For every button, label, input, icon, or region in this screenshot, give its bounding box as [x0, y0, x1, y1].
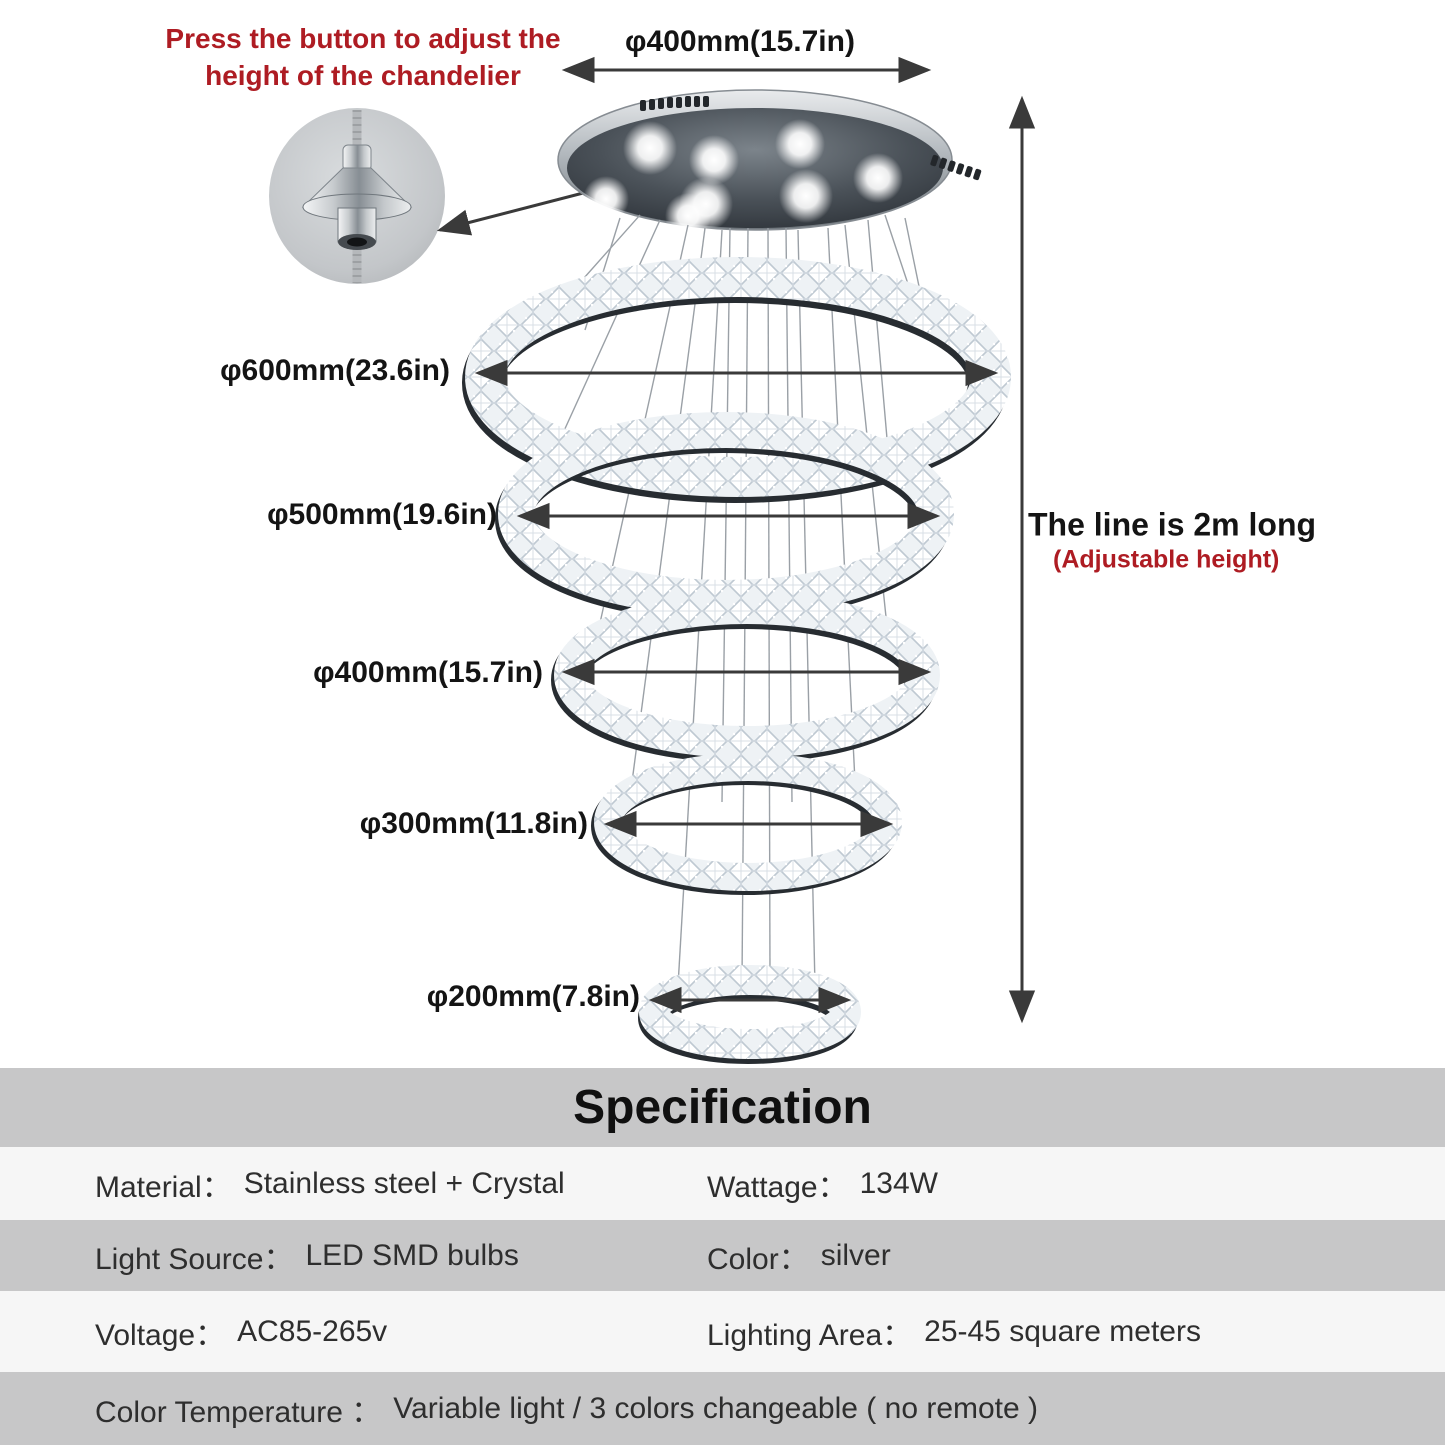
spec-cell-color-temperature: Color Temperature ： Variable light / 3 c…: [0, 1387, 1038, 1431]
dim-label-ring-600: φ600mm(23.6in): [220, 354, 450, 387]
spec-row-lightsource-color: Light Source： LED SMD bulbs Color： silve…: [0, 1220, 1445, 1291]
spec-value-material: Stainless steel + Crystal: [243, 1166, 565, 1200]
dim-label-ring-200: φ200mm(7.8in): [426, 980, 640, 1013]
spec-value-voltage: AC85-265v: [237, 1314, 388, 1348]
spec-row-color-temperature: Color Temperature ： Variable light / 3 c…: [0, 1372, 1445, 1445]
crystal-ring-400: [551, 592, 940, 763]
dim-label-ring-400: φ400mm(15.7in): [313, 656, 543, 689]
line-length-subnote: (Adjustable height): [1053, 545, 1280, 574]
specification-section: Specification Material： Stainless steel …: [0, 1068, 1445, 1445]
spec-cell-lighting-area: Lighting Area： 25-45 square meters: [707, 1310, 1445, 1354]
line-length-note: The line is 2m long: [1028, 506, 1317, 543]
vent-holes-left: [640, 96, 709, 111]
spec-label-material: Material：: [95, 1170, 232, 1204]
spec-value-light-source: LED SMD bulbs: [305, 1238, 519, 1272]
spec-cell-voltage: Voltage： AC85-265v: [0, 1310, 707, 1354]
press-button-note-line1: Press the button to adjust the: [165, 23, 561, 55]
press-button-note: Press the button to adjust the height of…: [165, 21, 560, 95]
dim-label-ring-500: φ500mm(19.6in): [267, 498, 497, 531]
led-spotlights: [583, 119, 903, 239]
spec-cell-light-source: Light Source： LED SMD bulbs: [0, 1234, 707, 1278]
specification-title: Specification: [0, 1068, 1445, 1147]
spec-cell-material: Material： Stainless steel + Crystal: [0, 1162, 707, 1206]
vent-holes-right: [930, 154, 982, 181]
spec-cell-color: Color： silver: [707, 1234, 1445, 1278]
spec-value-color-temperature: Variable light / 3 colors changeable ( n…: [393, 1391, 1039, 1425]
spec-value-wattage: 134W: [859, 1166, 938, 1200]
height-adjust-button-inset: [269, 108, 445, 284]
spec-label-voltage: Voltage：: [95, 1318, 226, 1352]
spec-row-material-wattage: Material： Stainless steel + Crystal Watt…: [0, 1147, 1445, 1220]
spec-value-lighting-area: 25-45 square meters: [924, 1314, 1201, 1348]
spec-row-voltage-area: Voltage： AC85-265v Lighting Area： 25-45 …: [0, 1291, 1445, 1372]
dimension-arrows: [474, 56, 1036, 1024]
ceiling-plate: [557, 89, 982, 239]
spec-label-wattage: Wattage：: [707, 1170, 848, 1204]
spec-label-lighting-area: Lighting Area：: [707, 1318, 913, 1352]
spec-label-light-source: Light Source：: [95, 1242, 294, 1276]
spec-cell-wattage: Wattage： 134W: [707, 1162, 1445, 1206]
dim-label-canopy: φ400mm(15.7in): [625, 25, 855, 58]
crystal-ring-200: [638, 965, 861, 1064]
spec-label-color-temperature: Color Temperature ：: [95, 1395, 382, 1429]
spec-label-color: Color：: [707, 1242, 809, 1276]
dim-label-ring-300: φ300mm(11.8in): [359, 807, 588, 840]
spec-value-color: silver: [820, 1238, 891, 1272]
press-button-note-line2: height of the chandelier: [205, 60, 521, 91]
